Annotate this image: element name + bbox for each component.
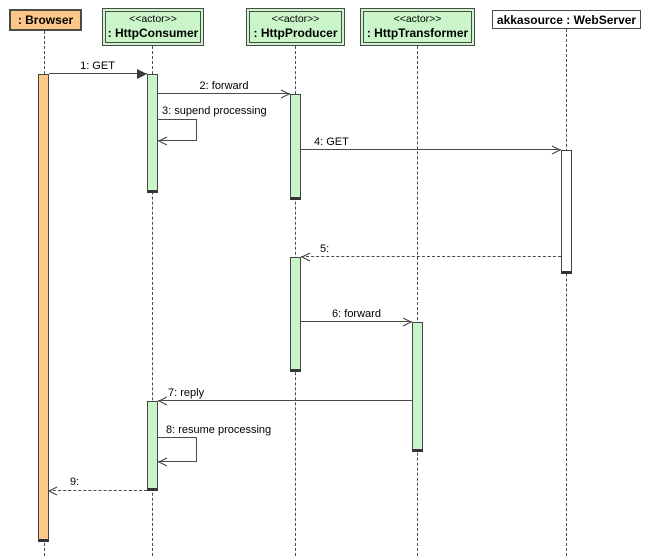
message-line-5	[301, 256, 561, 257]
open-arrowhead-icon	[301, 252, 311, 262]
participant-httpconsumer-label: : HttpConsumer	[107, 26, 199, 41]
activation-httptransformer	[412, 322, 423, 452]
open-arrowhead-icon	[280, 89, 290, 99]
activation-httpproducer-1	[290, 94, 301, 200]
message-label-6: 6: forward	[332, 308, 381, 320]
lifeline-webserver	[566, 29, 567, 556]
participant-browser-label: : Browser	[17, 13, 74, 27]
open-arrowhead-icon	[551, 145, 561, 155]
message-selfloop-8	[158, 437, 197, 462]
open-arrowhead-icon	[158, 136, 168, 146]
message-label-9: 9:	[70, 476, 80, 488]
participant-httpproducer-label: : HttpProducer	[253, 26, 338, 41]
message-label-8: 8: resume processing	[166, 424, 272, 436]
message-label-7: 7: reply	[168, 387, 205, 399]
activation-webserver	[561, 150, 572, 274]
participant-webserver-label: akkasource : WebServer	[496, 12, 637, 27]
message-label-3: 3: supend processing	[162, 105, 267, 117]
participant-httpconsumer: <<actor>> : HttpConsumer	[102, 8, 204, 46]
message-line-1	[49, 73, 147, 74]
message-label-4: 4: GET	[314, 136, 349, 148]
message-line-9	[48, 490, 147, 491]
activation-browser	[38, 74, 49, 542]
message-line-7	[158, 400, 412, 401]
message-label-2: 2: forward	[199, 80, 249, 92]
participant-httpconsumer-stereotype: <<actor>>	[129, 12, 177, 25]
activation-httpconsumer-1	[147, 74, 158, 193]
participant-httptransformer: <<actor>> : HttpTransformer	[360, 8, 475, 46]
open-arrowhead-icon	[48, 486, 58, 496]
participant-webserver: akkasource : WebServer	[492, 10, 641, 29]
message-line-4	[301, 149, 561, 150]
message-label-5: 5:	[320, 243, 330, 255]
lifeline-httptransformer	[417, 46, 418, 556]
open-arrowhead-icon	[158, 457, 168, 467]
open-arrowhead-icon	[158, 396, 168, 406]
participant-httpproducer: <<actor>> : HttpProducer	[246, 8, 345, 46]
participant-httptransformer-stereotype: <<actor>>	[393, 12, 442, 25]
message-selfloop-3	[158, 119, 197, 141]
message-label-1: 1: GET	[80, 60, 115, 72]
participant-httptransformer-label: : HttpTransformer	[366, 26, 469, 41]
activation-httpconsumer-2	[147, 401, 158, 491]
filled-arrowhead-icon	[137, 69, 147, 79]
message-line-6	[301, 321, 412, 322]
open-arrowhead-icon	[402, 317, 412, 327]
activation-httpproducer-2	[290, 257, 301, 372]
participant-browser: : Browser	[9, 9, 82, 31]
message-line-2	[158, 93, 290, 94]
lifeline-httpconsumer	[152, 46, 153, 556]
participant-httpproducer-stereotype: <<actor>>	[271, 12, 320, 25]
